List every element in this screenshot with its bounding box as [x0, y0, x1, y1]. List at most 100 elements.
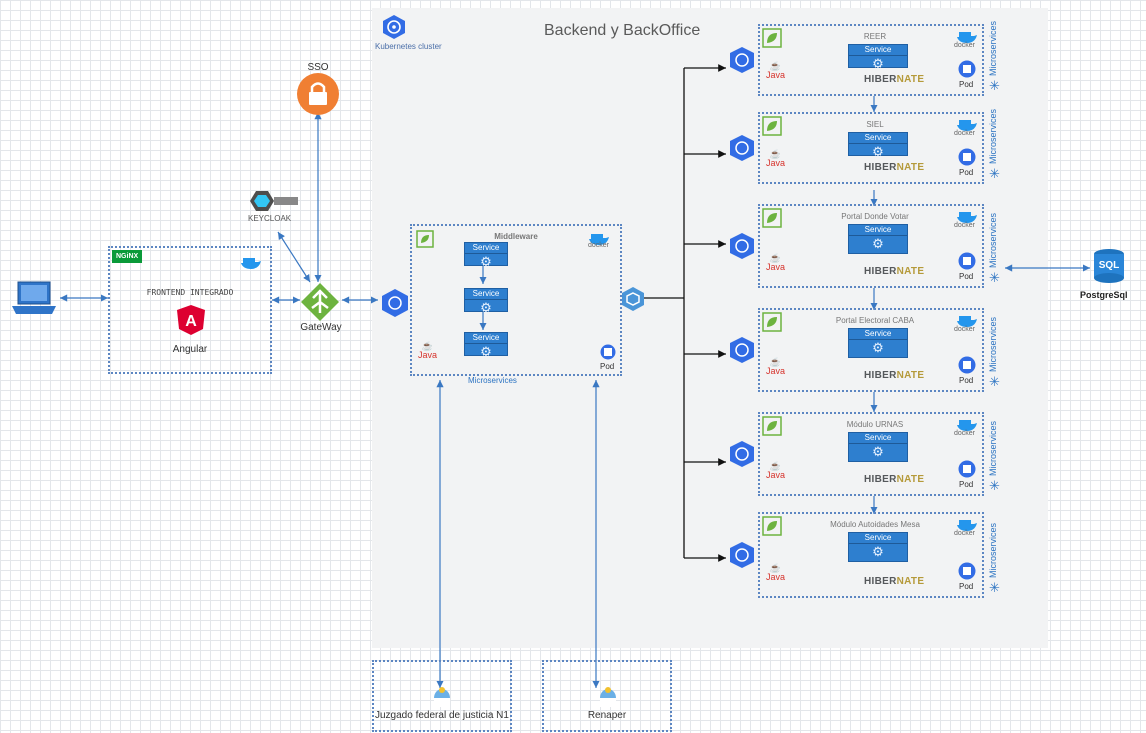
spring-icon — [762, 416, 782, 441]
nginx-logo: NGiNX — [112, 250, 143, 263]
docker-label: docker — [954, 42, 976, 49]
microservices-vertical-label: Microservices — [988, 522, 998, 578]
spring-icon — [762, 516, 782, 541]
service-label: Service — [849, 45, 907, 56]
database-icon[interactable]: SQL — [1092, 248, 1126, 289]
pod-icon — [958, 562, 976, 585]
pod-label: Pod — [959, 480, 974, 489]
hibernate-prefix: HIBER — [864, 266, 897, 277]
external-label: Juzgado federal de justicia N1 — [375, 710, 509, 721]
pod-icon — [958, 148, 976, 171]
pod-label: Pod — [959, 582, 974, 591]
external-renaper[interactable]: Renaper — [542, 660, 672, 732]
middleware-container[interactable]: Middleware docker Service ⚙ Service ⚙ Se… — [410, 224, 622, 385]
microservices-network-icon: ✳ — [989, 580, 1000, 595]
spring-icon — [762, 208, 782, 233]
service-box[interactable]: Service⚙ — [848, 224, 908, 254]
microservices-vertical-label: Microservices — [988, 420, 998, 476]
sso-label: SSO — [307, 62, 329, 73]
frontend-container[interactable]: NGiNX FRONTEND INTEGRADO A Angular — [108, 246, 272, 374]
microservices-network-icon: ✳ — [989, 78, 1000, 93]
spring-icon — [762, 312, 782, 337]
service-box[interactable]: Service⚙ — [848, 432, 908, 462]
pod-label: Pod — [959, 272, 974, 281]
middleware-service-box[interactable]: Service ⚙ — [464, 332, 508, 359]
kubernetes-service-icon — [728, 440, 756, 473]
kubernetes-service-icon — [728, 46, 756, 79]
java-icon: ☕Java — [766, 357, 786, 376]
hibernate-logo: HIBERNATE — [864, 74, 924, 85]
pod-icon — [958, 60, 976, 83]
kubernetes-service-icon — [728, 336, 756, 369]
service-label: Service — [849, 533, 907, 544]
spring-icon — [762, 28, 782, 53]
keycloak-icon[interactable] — [250, 190, 300, 217]
docker-label: docker — [954, 326, 976, 333]
gear-icon: ⚙ — [480, 344, 492, 359]
java-label: Java — [766, 70, 786, 80]
gateway-label: GateWay — [300, 322, 342, 333]
microservices-network-icon: ✳ — [989, 374, 1000, 389]
middleware-service-box[interactable]: Service ⚙ — [464, 242, 508, 269]
database-label: PostgreSql — [1080, 290, 1128, 300]
gear-icon: ⚙ — [480, 300, 492, 315]
service-label: Service — [849, 225, 907, 236]
kubernetes-icon — [381, 14, 407, 45]
service-label: Service — [849, 329, 907, 340]
gateway-icon[interactable] — [300, 282, 340, 327]
java-label: Java — [766, 158, 786, 168]
hibernate-logo: HIBERNATE — [864, 162, 924, 173]
gear-icon: ⚙ — [872, 444, 884, 459]
java-icon: ☕Java — [766, 461, 786, 480]
java-icon: ☕Java — [418, 341, 438, 360]
microservice-title: Portal Electoral CABA — [835, 316, 915, 325]
hibernate-prefix: HIBER — [864, 162, 897, 173]
middleware-service-box[interactable]: Service ⚙ — [464, 288, 508, 315]
kubernetes-service-icon — [728, 134, 756, 167]
service-box[interactable]: Service⚙ — [848, 132, 908, 159]
sso-lock-icon[interactable] — [296, 72, 340, 121]
java-label: Java — [766, 470, 786, 480]
java-label: Java — [418, 350, 438, 360]
hibernate-logo: HIBERNATE — [864, 266, 924, 277]
hibernate-prefix: HIBER — [864, 370, 897, 381]
pod-icon — [600, 344, 616, 365]
hibernate-logo: HIBERNATE — [864, 474, 924, 485]
pod-icon — [958, 460, 976, 483]
pod-label: Pod — [959, 168, 974, 177]
microservices-label: Microservices — [468, 376, 517, 385]
docker-icon — [956, 210, 978, 229]
keycloak-gateway-link — [277, 231, 311, 283]
microservices-network-icon: ✳ — [989, 478, 1000, 493]
java-label: Java — [766, 572, 786, 582]
hibernate-logo: HIBERNATE — [864, 576, 924, 587]
hibernate-logo: HIBERNATE — [864, 370, 924, 381]
docker-icon — [956, 418, 978, 437]
java-icon: ☕Java — [766, 253, 786, 272]
kubernetes-service-icon — [380, 288, 410, 323]
external-juzgado[interactable]: Juzgado federal de justicia N1 — [372, 660, 512, 732]
service-box[interactable]: Service⚙ — [848, 328, 908, 358]
pod-icon — [958, 252, 976, 275]
microservices-vertical-label: Microservices — [988, 212, 998, 268]
java-label: Java — [766, 262, 786, 272]
gear-icon: ⚙ — [872, 236, 884, 251]
docker-label: docker — [588, 242, 610, 249]
middleware-title: Middleware — [494, 232, 538, 241]
service-box[interactable]: Service⚙ — [848, 532, 908, 562]
hibernate-suffix: NATE — [896, 576, 925, 587]
gear-icon: ⚙ — [872, 544, 884, 559]
service-box[interactable]: Service⚙ — [848, 44, 908, 71]
docker-icon — [956, 518, 978, 537]
argentina-coat-of-arms-icon — [598, 686, 618, 713]
kubernetes-service-icon — [728, 232, 756, 265]
docker-icon — [240, 256, 262, 275]
laptop-icon[interactable] — [10, 278, 58, 323]
docker-icon — [956, 118, 978, 137]
microservice-container[interactable]: Portal Electoral CABA docker Service⚙ ☕Java… — [758, 308, 984, 392]
